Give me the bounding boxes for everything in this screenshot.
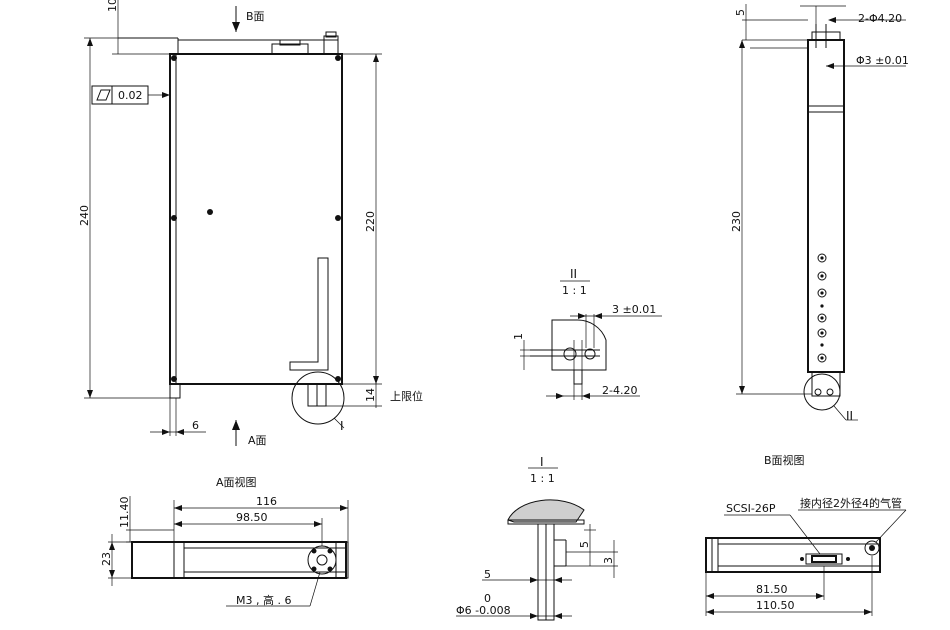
main-a-face-label: A面: [248, 434, 267, 447]
b-face-view: SCSI-26P 接内径2外径4的气管 81.50 110.50: [705, 496, 907, 616]
main-front-view: I B面 A面 10 0.02 240 220: [78, 0, 423, 447]
main-dim-left: 6: [192, 419, 199, 432]
a-view-dim-9850: 98.50: [236, 511, 268, 524]
detail-i-dim-3: 3: [602, 557, 615, 564]
detail-i-dim-5: 5: [484, 568, 491, 581]
side-holes: 2-Φ4.20: [858, 12, 902, 25]
a-view-thread: M3 , 高 . 6: [236, 593, 291, 607]
detail-ii-holes: 2-4.20: [602, 384, 637, 397]
detail-ii: II 1 : 1 3 ±0.01 2-4.20 1: [512, 267, 662, 400]
detail-i: I 1 : 1 5 3 5 0 Φ6 -0.008: [456, 455, 618, 621]
detail-ii-pin: 3 ±0.01: [612, 303, 656, 316]
main-dim-height: 240: [78, 205, 91, 226]
main-detail-callout: I: [340, 419, 344, 433]
b-view-connector: SCSI-26P: [726, 502, 776, 515]
side-pin: Φ3 ±0.01: [856, 54, 909, 67]
side-dim-top: 5: [734, 9, 747, 16]
b-view-air: 接内径2外径4的气管: [800, 496, 902, 510]
main-upper-limit: 上限位: [390, 389, 423, 403]
detail-i-dia: Φ6 -0.008: [456, 604, 511, 617]
a-view-dim-1140: 11.40: [118, 497, 131, 529]
a-view-dim-116: 116: [256, 495, 277, 508]
side-dim-height: 230: [730, 211, 743, 232]
a-view-dim-23: 23: [100, 552, 113, 566]
detail-i-dim-5b: 5: [578, 541, 591, 548]
main-dim-bottom: 14: [364, 388, 377, 402]
main-b-face-label: B面: [246, 10, 265, 23]
side-view: II 5 2-Φ4.20 Φ3 ±0.01 230 B面视图: [730, 4, 909, 467]
a-face-view: A面视图 116 98.50 11.40 23: [100, 475, 349, 607]
detail-ii-scale: 1 : 1: [562, 284, 587, 297]
side-caption: B面视图: [764, 453, 805, 467]
main-flatness-value: 0.02: [118, 89, 143, 102]
detail-ii-title: II: [570, 267, 577, 281]
b-view-dim-8150: 81.50: [756, 583, 788, 596]
a-view-caption: A面视图: [216, 475, 257, 489]
main-dim-inner: 220: [364, 211, 377, 232]
detail-i-tol-upper: 0: [484, 592, 491, 605]
side-detail-callout: II: [846, 409, 853, 423]
detail-ii-dim-small: 1: [512, 333, 525, 340]
detail-i-scale: 1 : 1: [530, 472, 555, 485]
b-view-dim-11050: 110.50: [756, 599, 795, 612]
detail-i-title: I: [540, 455, 544, 469]
main-dim-top: 10: [106, 0, 119, 12]
